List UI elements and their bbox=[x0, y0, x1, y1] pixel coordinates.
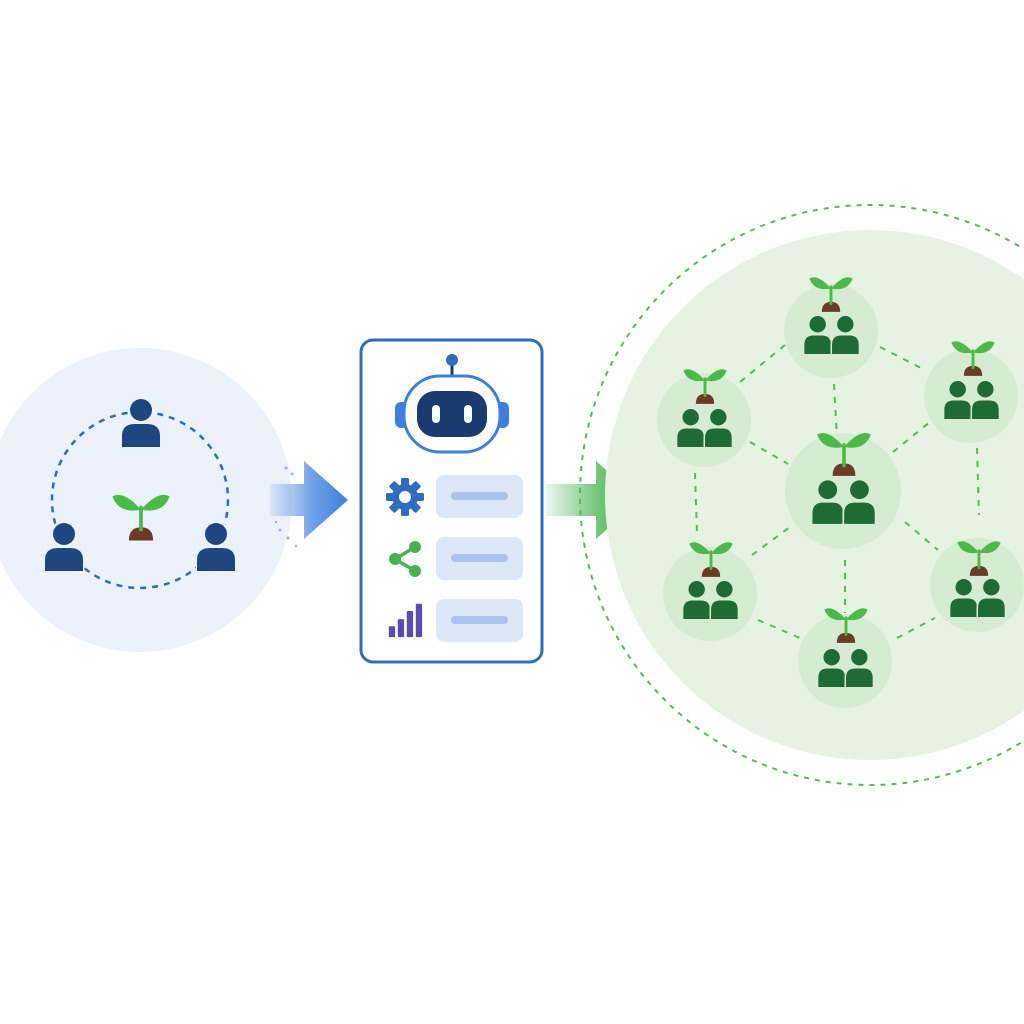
network-node-top bbox=[784, 275, 878, 378]
community-background bbox=[0, 348, 292, 652]
community-dashed-ring bbox=[50, 410, 230, 590]
network-node-upper-left bbox=[657, 367, 751, 467]
local-community bbox=[0, 348, 292, 652]
network-connections bbox=[694, 344, 980, 639]
network-node-bottom bbox=[798, 606, 892, 708]
ai-assistant-app bbox=[359, 338, 544, 664]
app-row-pill-line bbox=[451, 616, 508, 624]
arrow-blue bbox=[270, 461, 348, 539]
gear-icon bbox=[386, 478, 424, 516]
network-node-center bbox=[785, 431, 901, 549]
network-node-lower-left bbox=[663, 540, 757, 641]
scaled-community-network bbox=[579, 204, 1024, 786]
app-row-settings[interactable] bbox=[386, 475, 523, 518]
arrow-to-app bbox=[270, 461, 348, 548]
network-node-upper-right bbox=[924, 339, 1018, 443]
arrow-blue-particles bbox=[274, 466, 298, 548]
app-row-analytics[interactable] bbox=[388, 599, 523, 642]
app-row-pill-line bbox=[451, 492, 508, 500]
network-node-lower-right bbox=[930, 538, 1024, 632]
network-outer-dashed-ring bbox=[579, 204, 1024, 786]
robot-icon bbox=[395, 354, 509, 454]
app-row-share[interactable] bbox=[387, 537, 523, 580]
app-row-pill-line bbox=[451, 554, 508, 562]
